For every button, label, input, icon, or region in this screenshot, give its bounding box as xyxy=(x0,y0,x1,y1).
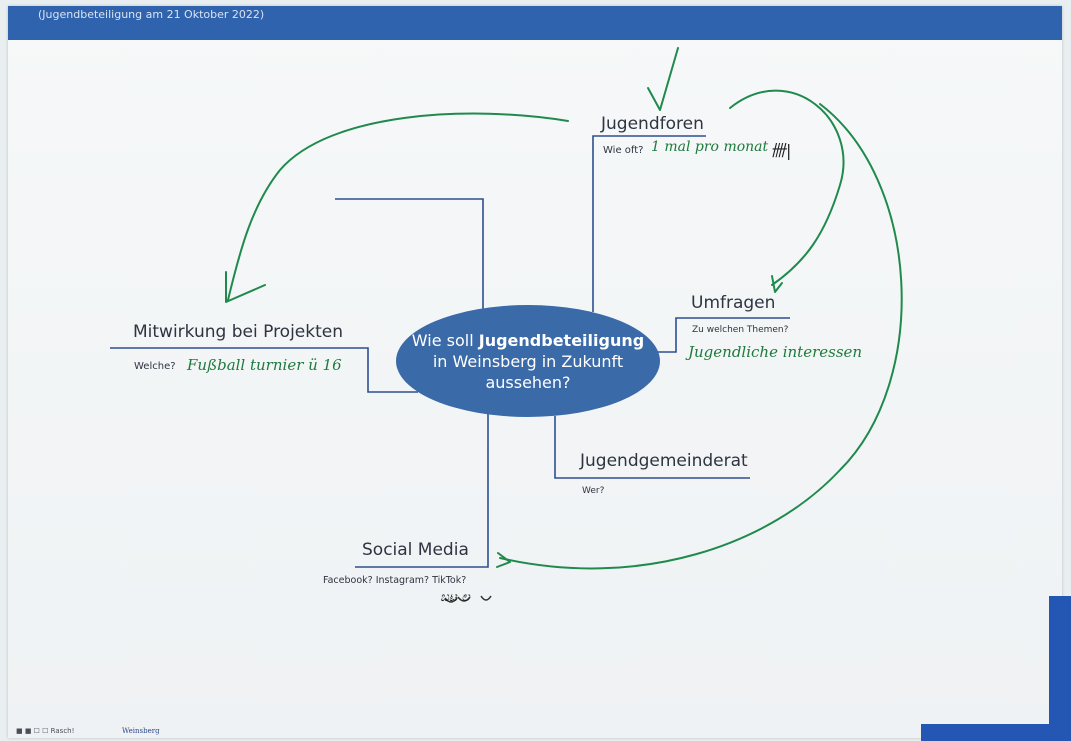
answer-jugendforen: 1 mal pro monat xyxy=(651,139,769,155)
line-social-media xyxy=(355,414,489,568)
branch-title-social-media: Social Media xyxy=(362,540,469,560)
answer-umfragen: Jugendliche interessen xyxy=(688,343,863,361)
answer-mitwirkung: Fußball turnier ü 16 xyxy=(187,356,342,374)
brand-corner-vertical xyxy=(1049,596,1071,741)
line-jugendforen xyxy=(592,135,706,312)
central-line2: in Weinsberg in Zukunft xyxy=(432,351,624,371)
line-umfragen xyxy=(658,317,790,353)
branch-title-mitwirkung: Mitwirkung bei Projekten xyxy=(133,322,344,342)
line-empty-top xyxy=(335,198,484,313)
smiley-doodles xyxy=(444,595,492,603)
arrow-forums-to-projects xyxy=(227,112,569,301)
poster-header: (Jugendbeteiligung am 21 Oktober 2022) xyxy=(8,6,1062,40)
header-subtitle: (Jugendbeteiligung am 21 Oktober 2022) xyxy=(38,8,265,21)
branch-question-social-media: Facebook? Instagram? TikTok? xyxy=(323,575,467,586)
branch-title-umfragen: Umfragen xyxy=(691,293,776,313)
arrowhead-umfragen xyxy=(771,275,783,293)
line-jugendgemeinderat xyxy=(554,416,750,479)
arrowhead-projects xyxy=(225,271,266,303)
answer-social-media: ಬಟ ಲ xyxy=(440,590,470,605)
branch-question-mitwirkung: Welche? xyxy=(134,361,176,372)
footer-left-mark: ■ ■ ☐ ☐ Rasch! xyxy=(16,727,75,735)
branch-question-jugendforen: Wie oft? xyxy=(603,145,644,156)
line-mitwirkung xyxy=(110,347,418,393)
central-question-ellipse: Wie soll Jugendbeteiligung in Weinsberg … xyxy=(396,305,660,417)
central-line1: Wie soll Jugendbeteiligung xyxy=(411,330,645,350)
arrow-loop-to-umfragen xyxy=(729,89,845,286)
branch-question-umfragen: Zu welchen Themen? xyxy=(692,325,789,335)
branch-title-jugendforen: Jugendforen xyxy=(601,114,704,134)
branch-title-jugendgemeinderat: Jugendgemeinderat xyxy=(580,451,748,471)
branch-question-jugendgemeinderat: Wer? xyxy=(582,486,605,496)
footer-logo: Weinsberg xyxy=(122,727,160,735)
brand-corner-horizontal xyxy=(921,724,1071,741)
check-mark xyxy=(647,47,679,111)
central-line3: aussehen? xyxy=(485,372,571,392)
tally-jugendforen: 卌| xyxy=(770,141,792,160)
arrowhead-social xyxy=(496,552,511,568)
arrow-loop-to-social xyxy=(499,103,903,570)
